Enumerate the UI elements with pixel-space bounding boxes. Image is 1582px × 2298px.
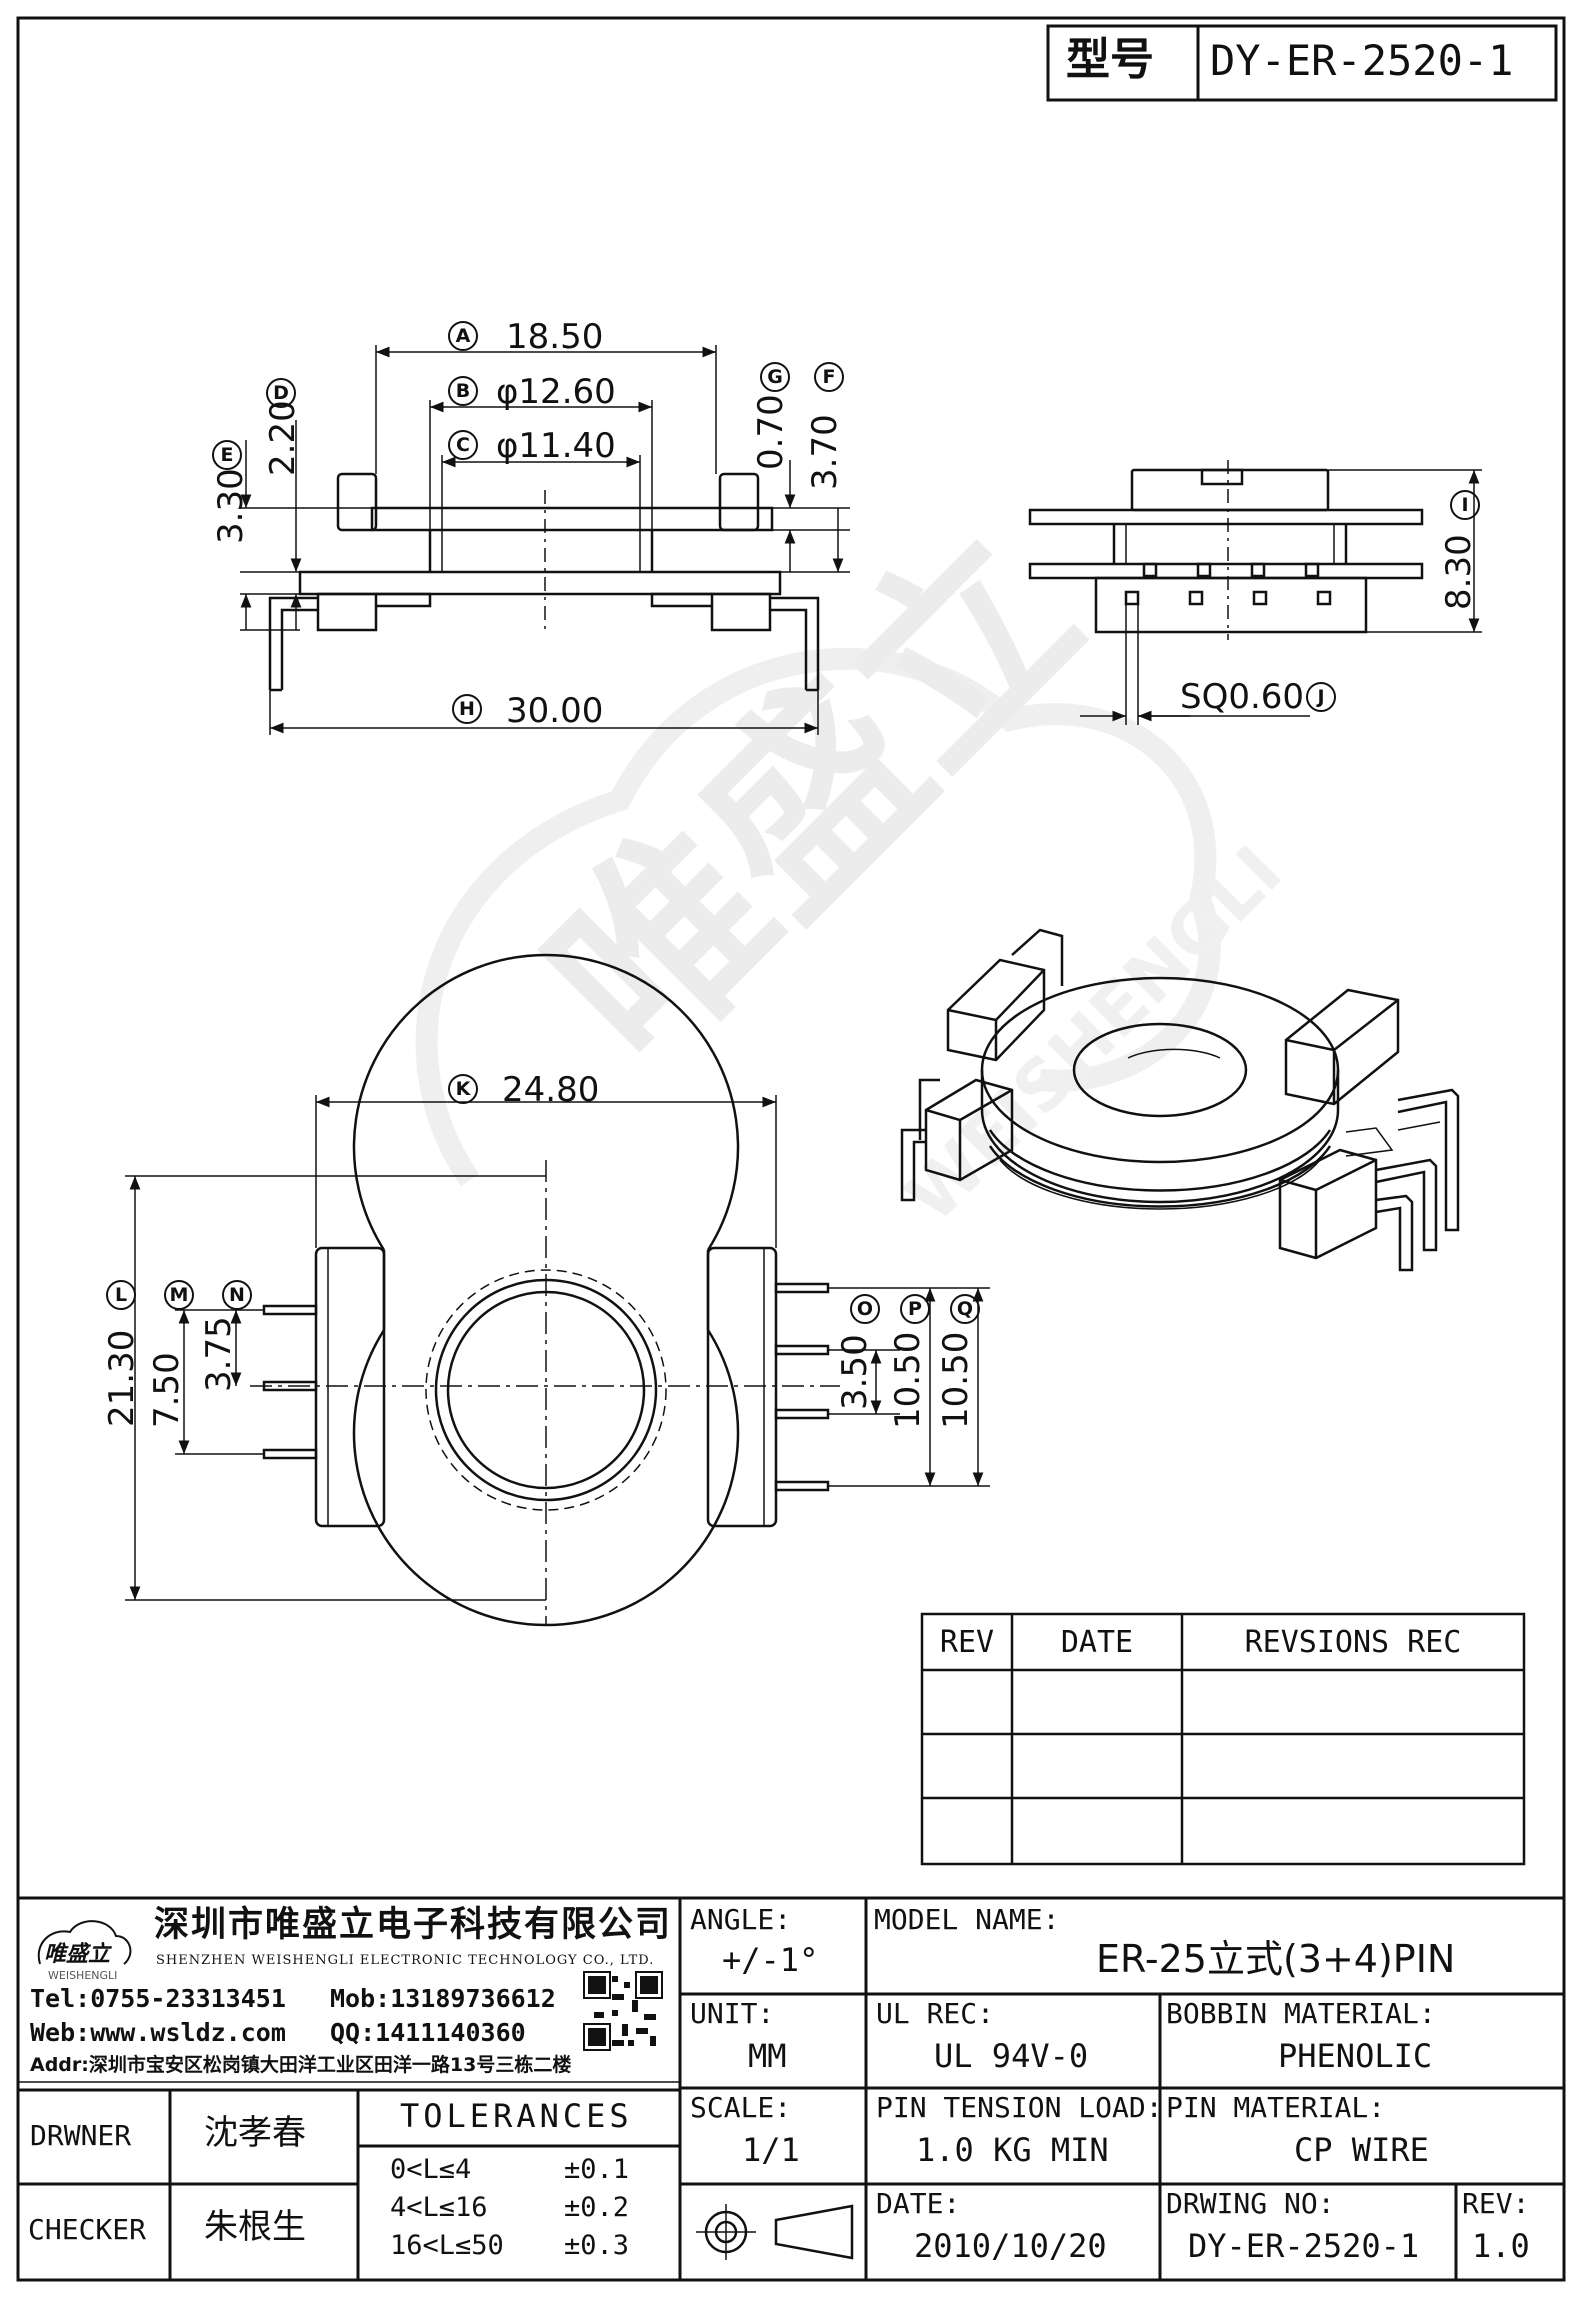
ul-rec-value: UL 94V-0 xyxy=(934,2037,1089,2075)
dim-bubble-f: F xyxy=(814,362,844,392)
bobbin-material-label: BOBBIN MATERIAL: xyxy=(1166,1997,1436,2030)
drawing-no-label: DRWING NO: xyxy=(1166,2187,1335,2220)
dim-bubble-h: H xyxy=(452,694,482,724)
tolerance-range-1: 0<L≤4 xyxy=(390,2154,472,2185)
dim-bubble-b: B xyxy=(448,376,478,406)
dim-g: 0.70 xyxy=(751,394,791,470)
pin-material-value: CP WIRE xyxy=(1294,2131,1429,2169)
company-address: Addr:深圳市宝安区松岗镇大田洋工业区田洋一路13号三栋二楼 xyxy=(30,2054,572,2076)
drawing-no-value: DY-ER-2520-1 xyxy=(1188,2227,1420,2265)
front-side-view xyxy=(268,472,820,692)
scale-value: 1/1 xyxy=(742,2131,800,2169)
rev-header-date: DATE xyxy=(1060,1625,1134,1660)
dim-e: 3.30 xyxy=(211,468,251,544)
dim-bubble-a: A xyxy=(448,321,478,351)
tolerance-value-2: ±0.2 xyxy=(564,2192,630,2223)
model-name-label: MODEL NAME: xyxy=(874,1903,1060,1936)
dim-o: 3.50 xyxy=(835,1334,875,1410)
dim-k: 24.80 xyxy=(502,1070,600,1110)
angle-value: +/-1° xyxy=(722,1941,819,1979)
dim-bubble-j: J xyxy=(1306,682,1336,712)
company-name-en: SHENZHEN WEISHENGLI ELECTRONIC TECHNOLOG… xyxy=(156,1953,655,1968)
rev-label: REV: xyxy=(1462,2187,1530,2220)
dim-bubble-k: K xyxy=(448,1074,478,1104)
title-block-lines xyxy=(18,1896,1564,2280)
type-label: 型号 xyxy=(1066,34,1154,85)
isometric-view xyxy=(900,928,1460,1272)
tolerance-range-3: 16<L≤50 xyxy=(390,2230,504,2261)
pin-material-label: PIN MATERIAL: xyxy=(1166,2091,1386,2124)
company-logo-mark xyxy=(37,1920,132,1965)
angle-label: ANGLE: xyxy=(690,1903,792,1936)
checker-label: CHECKER xyxy=(28,2213,147,2246)
dim-bubble-p: P xyxy=(900,1294,930,1324)
dim-h: 30.00 xyxy=(506,691,604,731)
dim-l: 21.30 xyxy=(102,1329,142,1427)
dim-j: SQ0.60 xyxy=(1180,677,1305,717)
scale-label: SCALE: xyxy=(690,2091,792,2124)
qr-code xyxy=(588,1976,658,2046)
tolerance-value-3: ±0.3 xyxy=(564,2230,630,2261)
date-value: 2010/10/20 xyxy=(914,2227,1107,2265)
dim-bubble-d: D xyxy=(266,378,296,408)
company-tel: Tel:0755-23313451 xyxy=(30,1984,286,2013)
company-web: Web:www.wsldz.com xyxy=(30,2018,286,2047)
dim-bubble-l: L xyxy=(106,1280,136,1310)
dim-bubble-e: E xyxy=(212,440,242,470)
dim-i: 8.30 xyxy=(1439,534,1479,610)
tolerance-range-2: 4<L≤16 xyxy=(390,2192,488,2223)
dim-f: 3.70 xyxy=(805,414,845,490)
dim-b: φ12.60 xyxy=(496,372,616,412)
dim-bubble-i: I xyxy=(1450,490,1480,520)
dim-d: 2.20 xyxy=(263,400,303,476)
dim-bubble-g: G xyxy=(760,362,790,392)
dim-bubble-m: M xyxy=(164,1280,194,1310)
dim-n: 3.75 xyxy=(199,1316,239,1392)
pin-tension-value: 1.0 KG MIN xyxy=(916,2131,1109,2169)
ul-rec-label: UL REC: xyxy=(876,1997,995,2030)
dim-c: φ11.40 xyxy=(496,426,616,466)
qr-finder xyxy=(583,1971,663,2051)
bobbin-material-value: PHENOLIC xyxy=(1278,2037,1433,2075)
company-mob: Mob:13189736612 xyxy=(330,1984,556,2013)
tolerances-label: TOLERANCES xyxy=(400,2097,633,2135)
dim-bubble-o: O xyxy=(850,1294,880,1324)
dim-bubble-n: N xyxy=(222,1280,252,1310)
drawer-value: 沈孝春 xyxy=(204,2113,306,2153)
rev-value: 1.0 xyxy=(1472,2227,1530,2265)
company-logo-text: 唯盛立 xyxy=(44,1942,111,1967)
unit-label: UNIT: xyxy=(690,1997,775,2030)
date-label: DATE: xyxy=(876,2187,961,2220)
company-logo-sub: WEISHENGLI xyxy=(48,1969,118,1982)
model-name-value: ER-25立式(3+4)PIN xyxy=(1096,1937,1456,1981)
rev-header-rev: REV xyxy=(939,1625,995,1660)
revision-table-lines xyxy=(920,1612,1526,1866)
rev-header-rec: REVSIONS REC xyxy=(1244,1625,1462,1660)
drawer-label: DRWNER xyxy=(30,2119,132,2152)
company-name-cn: 深圳市唯盛立电子科技有限公司 xyxy=(154,1905,673,1945)
dim-bubble-q: Q xyxy=(950,1294,980,1324)
company-qq: QQ:1411140360 xyxy=(330,2018,526,2047)
projection-symbol xyxy=(696,2204,854,2260)
dim-m: 7.50 xyxy=(147,1352,187,1428)
bottom-view xyxy=(250,953,840,1627)
side-view-right xyxy=(1028,460,1424,640)
unit-value: MM xyxy=(748,2037,787,2075)
dim-bubble-c: C xyxy=(448,430,478,460)
checker-value: 朱根生 xyxy=(204,2207,306,2247)
model-code: DY-ER-2520-1 xyxy=(1210,36,1514,85)
dim-a: 18.50 xyxy=(506,317,604,357)
tolerance-value-1: ±0.1 xyxy=(564,2154,630,2185)
pin-tension-label: PIN TENSION LOAD: xyxy=(876,2091,1163,2124)
dim-p: 10.50 xyxy=(888,1331,928,1429)
dim-q: 10.50 xyxy=(936,1331,976,1429)
